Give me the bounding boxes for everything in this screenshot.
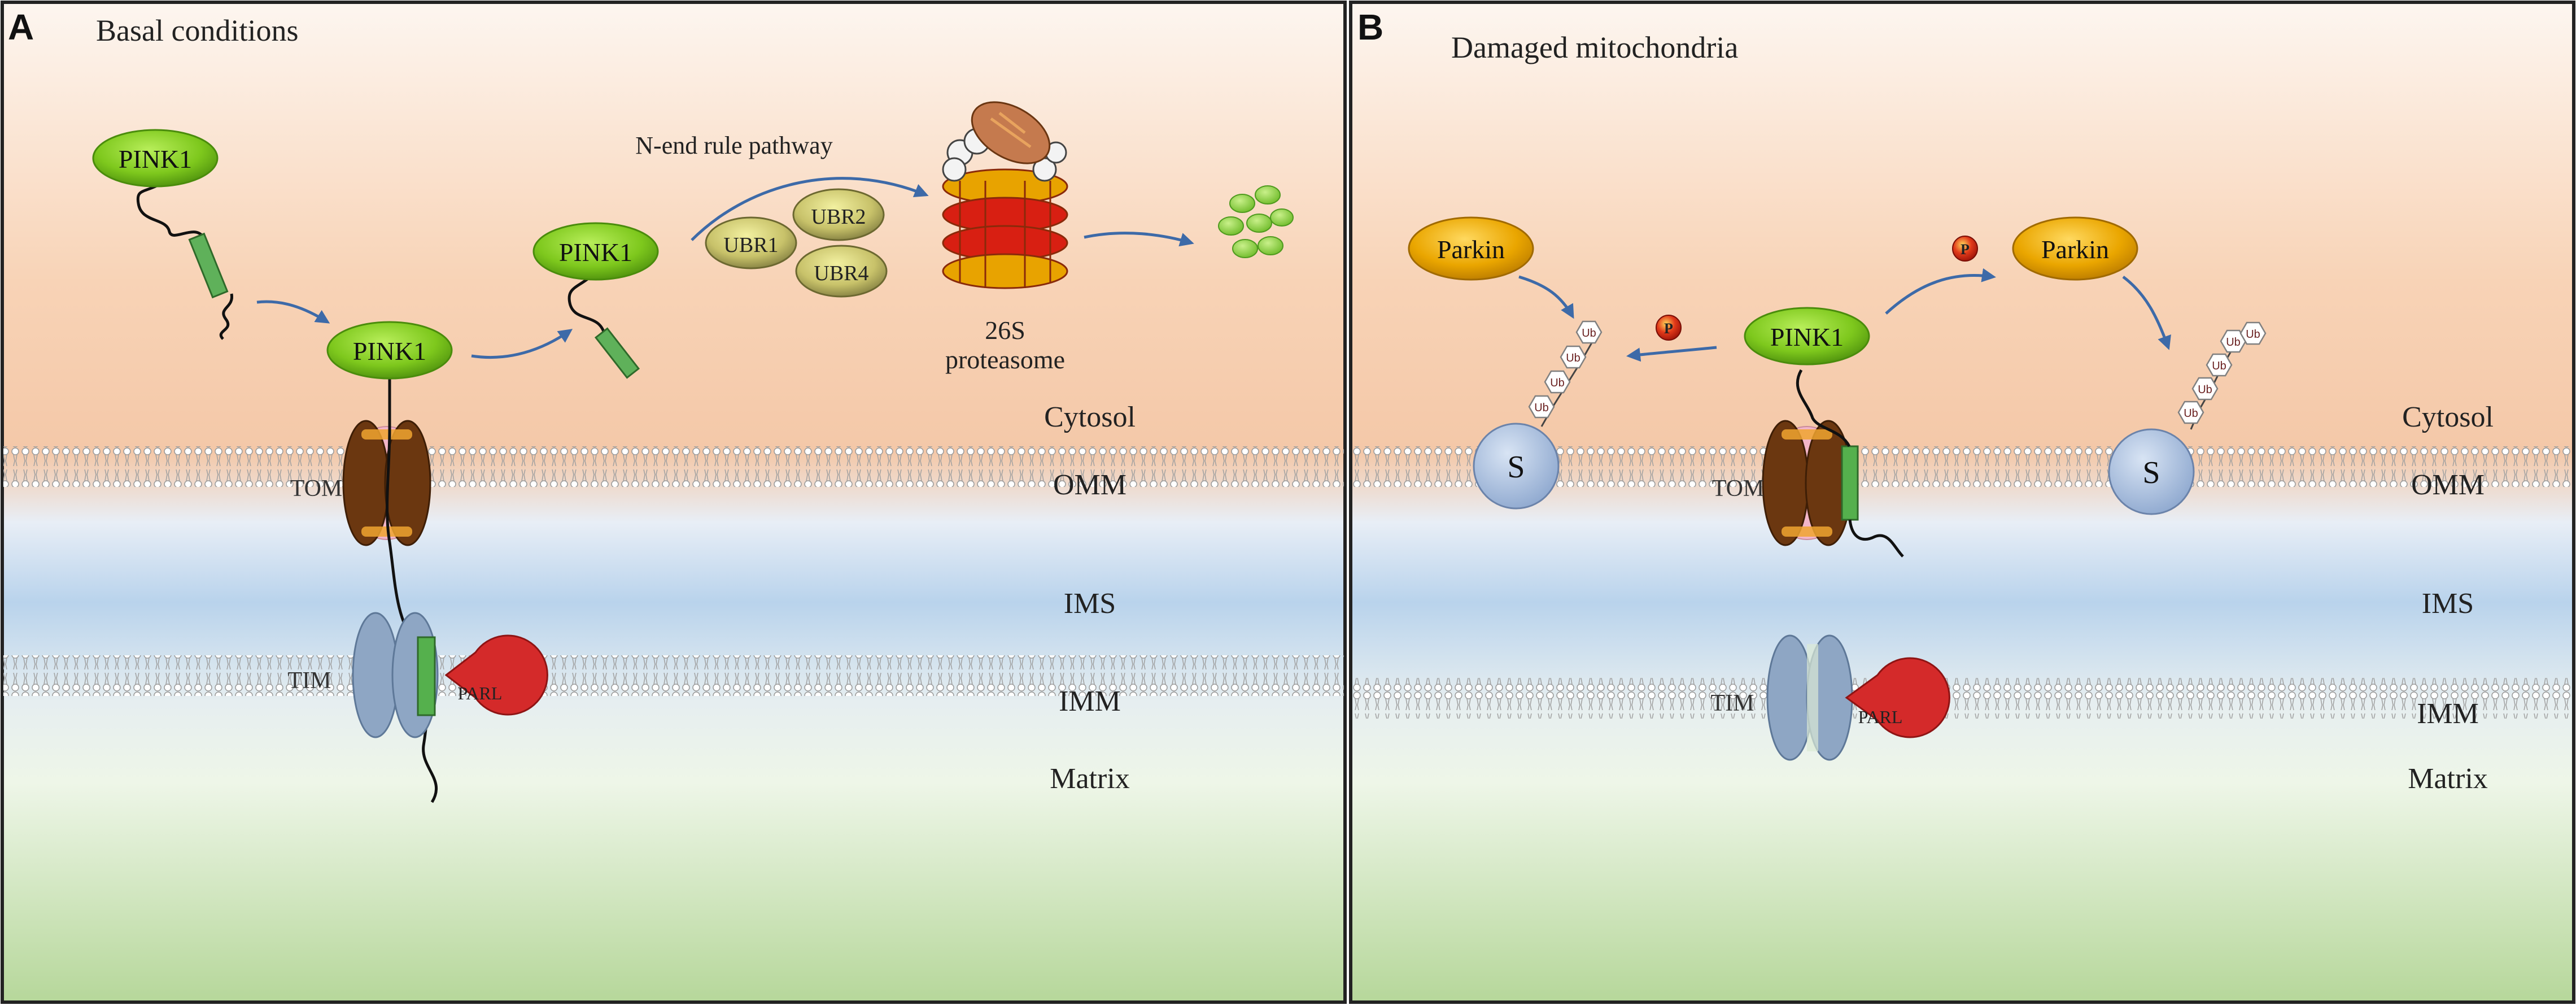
parkin-right: Parkin [2012, 216, 2138, 281]
substrate-label-right: S [2142, 455, 2160, 490]
ub-chain-left: Ub Ub Ub Ub [1528, 320, 1603, 427]
parl-b: PARL [1845, 657, 1950, 738]
arrow-release [471, 329, 573, 359]
substrate-right: S [2108, 428, 2195, 515]
parl-label-b: PARL [1858, 707, 1903, 727]
imm-label-b: IMM [2417, 698, 2479, 730]
parl-label-a: PARL [458, 683, 503, 703]
parkin-left: Parkin [1408, 216, 1534, 281]
ub-label: Ub [2184, 407, 2198, 420]
ub-label: Ub [2198, 384, 2212, 396]
omm-label-a: OMM [1053, 469, 1127, 501]
p-label-left: P [1664, 320, 1673, 337]
ubr4-shape [795, 245, 888, 298]
arrow-parkin-activate [1885, 268, 1996, 315]
proteasome-label-2: proteasome [945, 345, 1065, 374]
panel-a-frame [1, 1, 1347, 1004]
panel-a-imm-membrane [3, 655, 1344, 696]
pathway-label: N-end rule pathway [635, 132, 832, 159]
ubr2-label: UBR2 [811, 205, 866, 229]
pink1-label-3: PINK1 [559, 238, 632, 267]
tim-complex-a: TIM [288, 612, 439, 738]
arrow-parkin-recruit-right [2122, 276, 2171, 350]
ub-label: Ub [1582, 327, 1596, 340]
omm-label-b: OMM [2411, 469, 2485, 501]
pink1-label-1: PINK1 [119, 145, 192, 173]
cytosol-label-b: Cytosol [2402, 401, 2494, 433]
pink1-label-b: PINK1 [1770, 323, 1844, 351]
cytosol-label-a: Cytosol [1044, 401, 1136, 433]
parkin-label-left: Parkin [1437, 235, 1505, 264]
panel-a: A Basal conditions PINK1 TOM PINK1 [1, 1, 1347, 1004]
ub-label: Ub [2212, 360, 2226, 372]
matrix-label-a: Matrix [1050, 763, 1130, 795]
pink1-on-tom: PINK1 [326, 321, 453, 380]
peptide-fragments [1218, 185, 1294, 258]
p-label-right: P [1961, 241, 1970, 258]
phospho-right: P [1952, 236, 1978, 262]
pink1-cleaved: PINK1 [532, 222, 659, 379]
tim-complex-b: TIM [1711, 634, 1853, 761]
matrix-label-b: Matrix [2408, 763, 2488, 795]
pink1-label-2: PINK1 [353, 337, 426, 366]
ubr4-label: UBR4 [814, 262, 868, 285]
substrate-label-left: S [1507, 450, 1525, 485]
panel-a-omm-membrane [3, 446, 1344, 487]
ubr1-shape [705, 216, 797, 269]
proteasome-label-1: 26S [985, 316, 1025, 345]
tom-complex-b: TOM [1712, 420, 1859, 546]
panel-b-letter: B [1357, 7, 1383, 47]
arrow-ub-phospho [1626, 346, 1717, 362]
ims-label-a: IMS [1064, 588, 1116, 620]
ub-label: Ub [2226, 336, 2241, 349]
pink1-chain-b [1796, 369, 1904, 558]
tim-label-a: TIM [288, 668, 331, 694]
arrow-n-end-rule [691, 177, 929, 241]
arrow-degradation [1084, 232, 1194, 247]
ub-label: Ub [2246, 328, 2260, 341]
pink1-full-length: PINK1 [92, 129, 233, 340]
imm-label-a: IMM [1059, 685, 1121, 717]
panel-a-title: Basal conditions [96, 14, 298, 47]
panel-b: B Damaged mitochondria Parkin Ub Ub Ub U… [1349, 1, 2575, 1004]
tom-label-b: TOM [1712, 476, 1765, 502]
panel-b-title: Damaged mitochondria [1451, 31, 1738, 64]
ubr1-label: UBR1 [723, 233, 778, 257]
arrow-import [256, 300, 330, 324]
ub-label: Ub [1534, 402, 1549, 414]
panel-b-frame [1349, 1, 2575, 1004]
arrow-parkin-recruit-left [1518, 275, 1574, 319]
pink1-stabilized: PINK1 [1744, 307, 1870, 366]
ims-label-b: IMS [2422, 588, 2474, 620]
tom-label-a: TOM [290, 476, 343, 502]
ubr2-shape [792, 188, 885, 241]
panel-a-letter: A [8, 7, 34, 47]
ubr-group: UBR1 UBR2 UBR4 [705, 188, 888, 298]
parkin-label-right: Parkin [2041, 235, 2109, 264]
substrate-left: S [1473, 423, 1560, 510]
parl-a: PARL [444, 634, 548, 716]
panel-b-imm-membrane [1352, 678, 2573, 719]
ub-chain-right: Ub Ub Ub Ub Ub [2177, 321, 2267, 430]
proteasome-26s: 26S proteasome [942, 101, 1068, 374]
ub-label: Ub [1550, 377, 1565, 389]
ub-label: Ub [1566, 352, 1580, 364]
tim-label-b: TIM [1711, 690, 1754, 716]
phospho-left: P [1656, 315, 1682, 341]
